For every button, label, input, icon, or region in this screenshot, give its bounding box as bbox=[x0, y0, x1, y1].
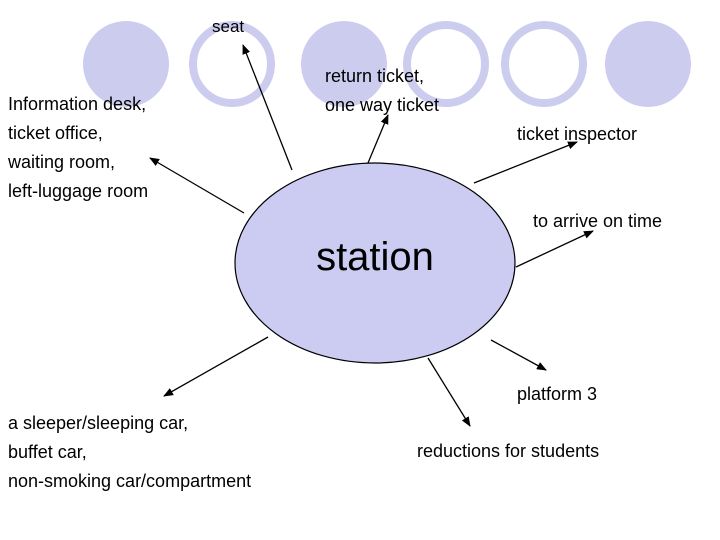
label-line: seat bbox=[212, 17, 245, 36]
label-line: buffet car, bbox=[8, 442, 87, 462]
label-line: ticket inspector bbox=[517, 124, 638, 144]
label-line: platform 3 bbox=[517, 384, 598, 404]
label-arrive-on-time: to arrive on time bbox=[533, 207, 662, 236]
label-line: to arrive on time bbox=[533, 211, 663, 231]
label-line: waiting room, bbox=[8, 152, 116, 172]
filled-circle-decoration bbox=[301, 21, 387, 107]
label-line: non-smoking car/compartment bbox=[8, 471, 252, 491]
decorative-circles bbox=[83, 21, 691, 107]
label-line: left-luggage room bbox=[8, 181, 149, 201]
station-hub bbox=[234, 162, 516, 364]
filled-circle-decoration bbox=[83, 21, 169, 107]
label-line: reductions for students bbox=[417, 441, 600, 461]
filled-circle-decoration bbox=[605, 21, 691, 107]
label-reductions: reductions for students bbox=[417, 437, 599, 466]
label-car-types: a sleeper/sleeping car, buffet car, non-… bbox=[8, 409, 251, 496]
label-line: ticket office, bbox=[8, 123, 103, 143]
label-platform: platform 3 bbox=[517, 380, 597, 409]
arrow-to-tickets bbox=[367, 114, 389, 164]
arrow-to-car-types bbox=[163, 336, 269, 397]
arrow-to-seat bbox=[242, 44, 293, 171]
label-ticket-inspector: ticket inspector bbox=[517, 120, 637, 149]
label-seat: seat bbox=[212, 12, 244, 41]
label-tickets: return ticket, one way ticket bbox=[325, 62, 439, 120]
arrow-to-platform bbox=[490, 339, 547, 371]
outline-circle-decoration bbox=[501, 21, 587, 107]
label-information-places: Information desk, ticket office, waiting… bbox=[8, 90, 148, 206]
outline-circle-decoration bbox=[189, 21, 275, 107]
label-line: Information desk, bbox=[8, 94, 147, 114]
label-line: return ticket, bbox=[325, 66, 425, 86]
label-line: a sleeper/sleeping car, bbox=[8, 413, 189, 433]
outline-circle-decoration bbox=[403, 21, 489, 107]
connector-arrows bbox=[149, 44, 594, 427]
label-line: one way ticket bbox=[325, 95, 440, 115]
hub-label: station bbox=[316, 235, 434, 279]
arrow-to-arrive-on-time bbox=[515, 230, 594, 268]
arrow-to-ticket-inspector bbox=[473, 141, 578, 184]
arrow-to-information-places bbox=[149, 157, 245, 214]
arrow-to-reductions bbox=[427, 357, 471, 427]
